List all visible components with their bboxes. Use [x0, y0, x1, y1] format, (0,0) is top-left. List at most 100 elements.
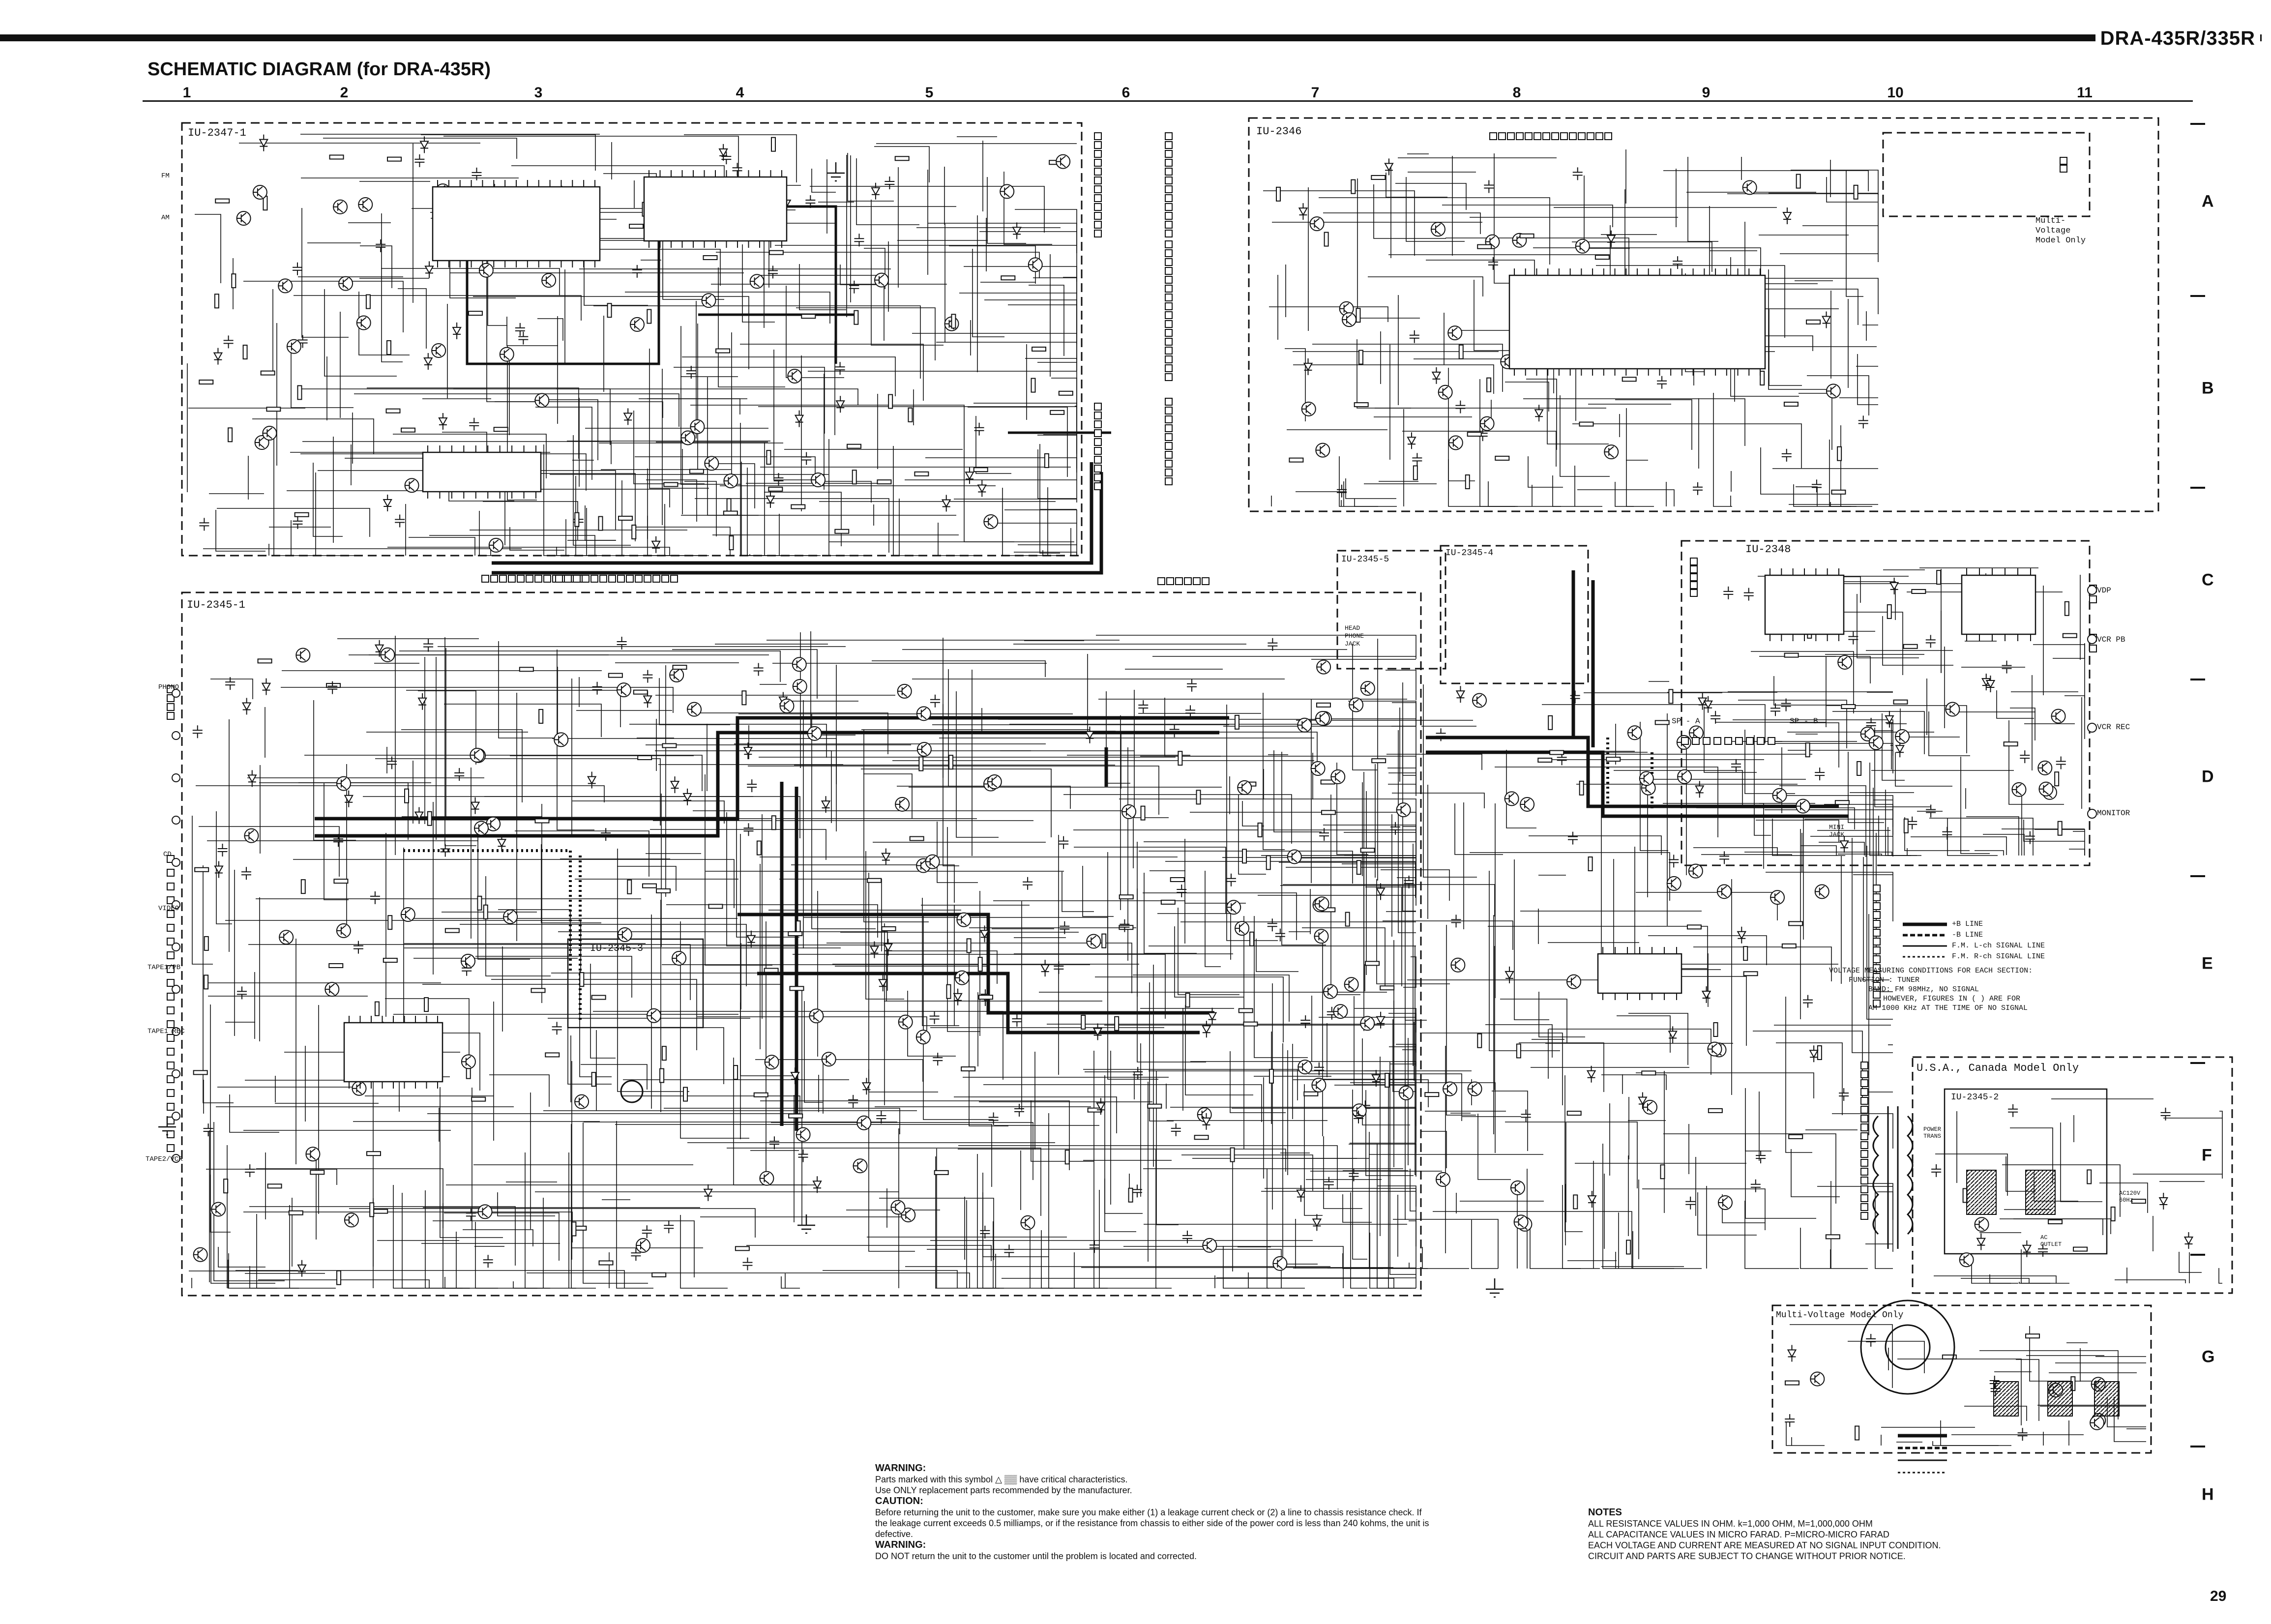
col-label-3: 3 [534, 85, 543, 101]
row-label-h: H [2202, 1485, 2214, 1504]
notes-line-1: ALL RESISTANCE VALUES IN OHM. k=1,000 OH… [1588, 1519, 1873, 1529]
module-usa-box [1912, 1056, 2233, 1294]
module-iu2346-box [1248, 117, 2159, 512]
module-iu2345-2-box [1944, 1088, 2108, 1255]
row-label-g: G [2202, 1347, 2215, 1366]
row-label-f: F [2202, 1146, 2212, 1165]
module-label-iu2346: IU-2346 [1256, 125, 1302, 138]
minijack-label: MINI JACK [1829, 824, 1845, 838]
module-label-multi-bottom: Multi-Voltage Model Only [1776, 1310, 1904, 1320]
row-label-c: C [2202, 570, 2214, 590]
headphone-jack-label: HEAD PHONE JACK [1345, 624, 1364, 648]
module-label-iu2345-5: IU-2345-5 [1341, 555, 1389, 564]
ic-protection [1597, 953, 1682, 994]
input-label-cd: CD [163, 851, 172, 858]
module-iu2345-5-box [1336, 550, 1446, 670]
row-label-d: D [2202, 767, 2214, 786]
vmc-title: VOLTAGE MEASURING CONDITIONS FOR EACH SE… [1829, 967, 2033, 975]
row-label-a: A [2202, 192, 2214, 211]
diagram-title: SCHEMATIC DIAGRAM (for DRA-435R) [147, 59, 491, 80]
legend-line-b-minus: -B LINE [1952, 931, 1983, 939]
row-label-e: E [2202, 954, 2213, 973]
warnings-block: WARNING: Parts marked with this symbol △… [875, 1463, 1514, 1562]
module-label-iu2345-2: IU-2345-2 [1951, 1093, 1999, 1102]
ic-lb1405 [422, 451, 542, 493]
module-iu2345-4-box [1440, 545, 1589, 684]
ac-outlet-label: AC OUTLET [2040, 1234, 2062, 1248]
fuse-block-d [2047, 1381, 2073, 1417]
module-label-iu2345-4: IU-2345-4 [1445, 548, 1494, 558]
column-ruler [143, 88, 2193, 102]
header-rule [0, 34, 2262, 41]
input-label-tape2-vcr: TAPE2/VCR [146, 1155, 183, 1163]
warning-1-line-b: Use ONLY replacement parts recommended b… [875, 1485, 1132, 1495]
speaker-label-b: SP - B [1790, 717, 1818, 726]
col-label-7: 7 [1311, 85, 1320, 101]
col-label-2: 2 [340, 85, 349, 101]
module-label-iu2347-1: IU-2347-1 [188, 127, 246, 139]
notes-line-2: ALL CAPACITANCE VALUES IN MICRO FARAD. P… [1588, 1530, 1889, 1539]
antenna-label-am: AM [161, 214, 170, 222]
col-label-1: 1 [182, 85, 191, 101]
notes-line-3: EACH VOLTAGE AND CURRENT ARE MEASURED AT… [1588, 1540, 1941, 1550]
ic-iu2348 [1764, 574, 1845, 635]
warning-1-line-a: Parts marked with this symbol △ ▒▒ have … [875, 1475, 1128, 1484]
caution-heading: CAUTION: [875, 1496, 923, 1506]
page-number: 29 [2210, 1588, 2227, 1604]
warning-2-heading: WARNING: [875, 1539, 926, 1550]
output-label-monitor: MONITOR [2097, 809, 2130, 818]
input-label-tape1-rec: TAPE1 REC [147, 1028, 185, 1035]
ic-tuner-front-end [432, 186, 601, 262]
legend-line-l-signal: F.M. L-ch SIGNAL LINE [1952, 942, 2045, 950]
module-iu2345-1-box [181, 591, 1422, 1297]
notes-line-4: CIRCUIT AND PARTS ARE SUBJECT TO CHANGE … [1588, 1551, 1906, 1561]
output-label-vcr-pb: VCR PB [2097, 635, 2125, 644]
col-label-6: 6 [1121, 85, 1130, 101]
voltage-selector [1860, 1299, 1955, 1395]
input-label-phono: PHONO [158, 683, 179, 691]
legend-line-b-plus: +B LINE [1952, 920, 1983, 928]
fuse-block-b [2025, 1170, 2056, 1215]
module-multi-top-box [1882, 132, 2091, 217]
module-label-usa: U.S.A., Canada Model Only [1917, 1062, 2079, 1074]
caution-line-3: defective. [875, 1529, 914, 1539]
vmc-line-3: HOWEVER, FIGURES IN ( ) ARE FOR [1883, 995, 2021, 1003]
module-label-iu2348: IU-2348 [1745, 543, 1791, 556]
caution-line-1: Before returning the unit to the custome… [875, 1507, 1422, 1517]
output-label-vdp: VDP [2097, 586, 2111, 595]
input-label-video: VIDEO [158, 905, 179, 913]
warning-2-line-a: DO NOT return the unit to the customer u… [875, 1551, 1197, 1561]
col-label-8: 8 [1512, 85, 1521, 101]
module-label-iu2345-1: IU-2345-1 [187, 599, 245, 611]
ic-iu2348-b [1961, 574, 2036, 635]
module-iu2348-box [1681, 540, 2091, 866]
input-label-tape1-pb: TAPE1/PB [147, 964, 181, 972]
col-label-10: 10 [1887, 85, 1904, 101]
col-label-11: 11 [2077, 85, 2093, 101]
ic-tc9164n [343, 1022, 443, 1083]
warning-1-heading: WARNING: [875, 1463, 926, 1474]
module-label-iu2345-3: IU-2345-3 [590, 943, 644, 954]
fuse-block-a [1966, 1170, 1997, 1215]
fuse-block-c [1993, 1381, 2019, 1417]
module-label-multi-top: Multi-Voltage Model Only [2035, 216, 2086, 245]
power-transformer-usa [1872, 1106, 1914, 1249]
col-label-9: 9 [1702, 85, 1711, 101]
vmc-line-2: BAND: FM 98MHz, NO SIGNAL [1868, 985, 1979, 994]
antenna-label-fm: FM [161, 172, 170, 180]
power-trans-label: POWER TRANS [1923, 1126, 1942, 1140]
ic-microcontroller [1508, 274, 1766, 370]
notes-block: NOTES ALL RESISTANCE VALUES IN OHM. k=1,… [1588, 1507, 2080, 1562]
caution-line-2: the leakage current exceeds 0.5 milliamp… [875, 1518, 1429, 1528]
legend-line-r-signal: F.M. R-ch SIGNAL LINE [1952, 952, 2045, 961]
vmc-line-1: FUNCTION : TUNER [1849, 976, 1920, 984]
notes-heading: NOTES [1588, 1507, 1622, 1518]
vmc-line-4: AM 1000 KHz AT THE TIME OF NO SIGNAL [1868, 1004, 2028, 1012]
output-label-vcr-rec: VCR REC [2097, 723, 2130, 732]
model-label: DRA-435R/335R [2095, 28, 2260, 50]
fuse-block-e [2094, 1381, 2120, 1417]
col-label-5: 5 [925, 85, 934, 101]
row-label-b: B [2202, 379, 2214, 398]
col-label-4: 4 [736, 85, 744, 101]
